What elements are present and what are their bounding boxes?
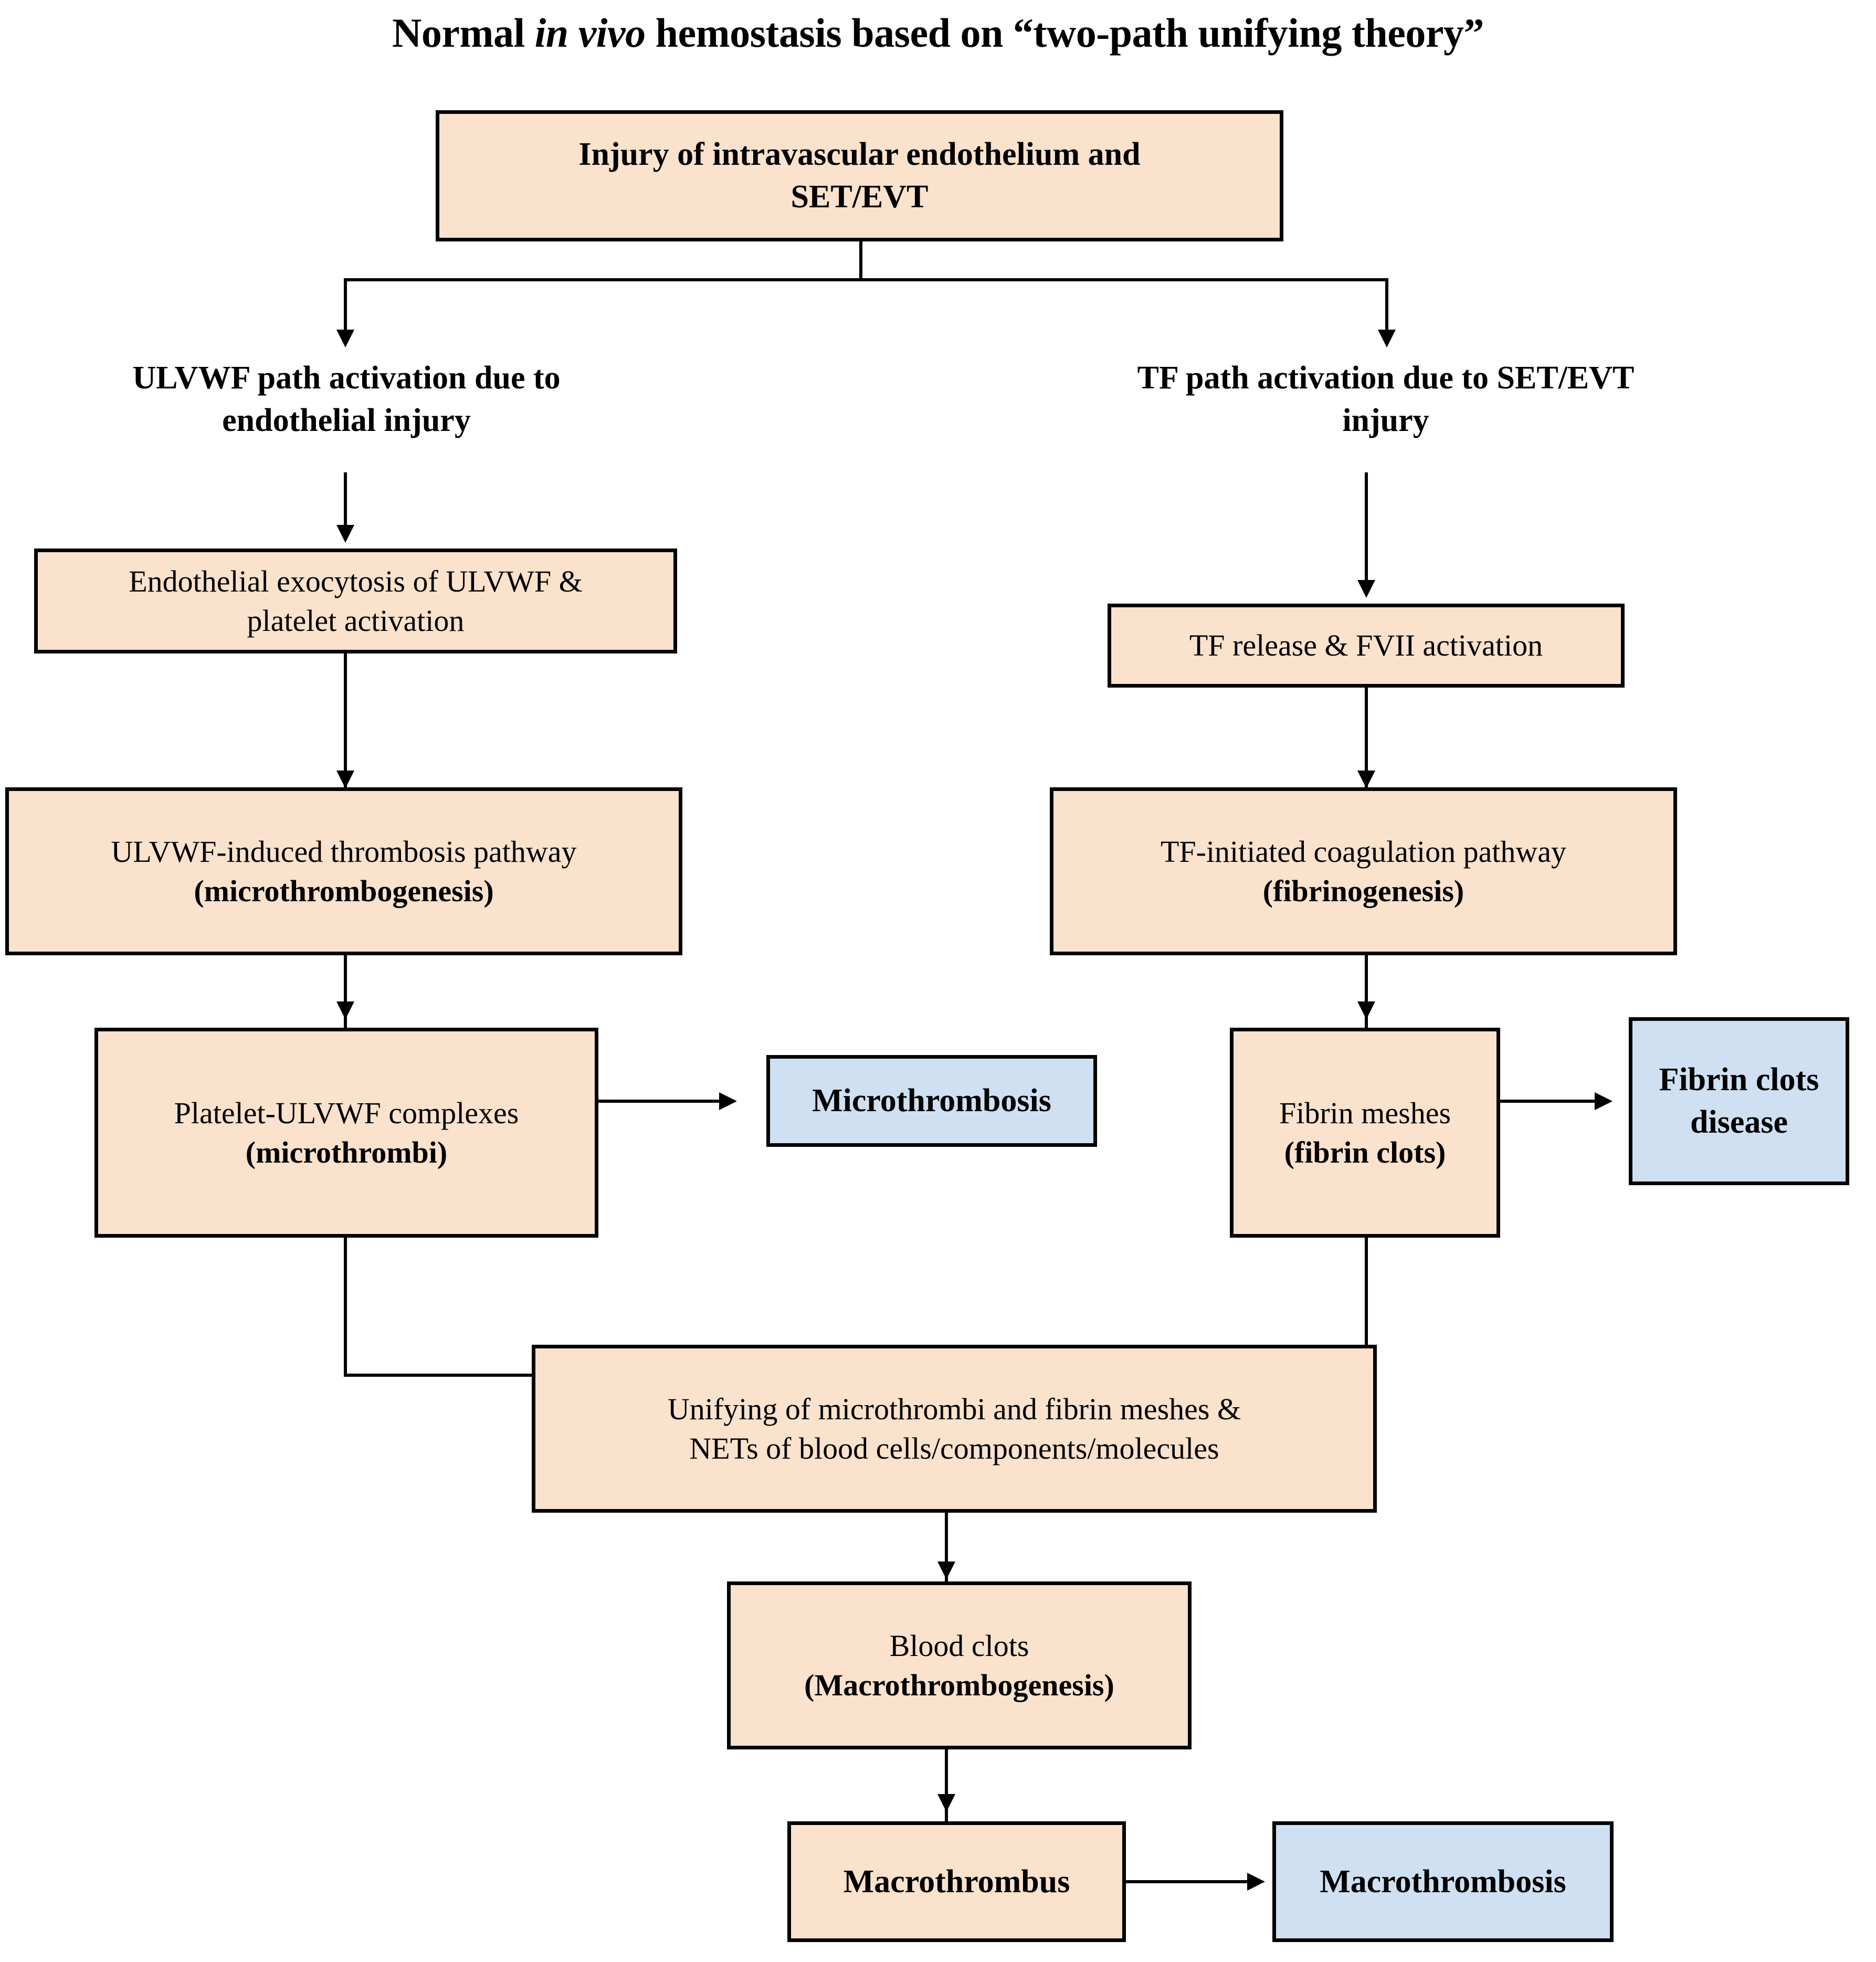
node-endothelial-exocytosis[interactable]: Endothelial exocytosis of ULVWF & platel… (34, 548, 677, 653)
arrow-to-blood-clots (937, 1562, 955, 1579)
connector-split-right-drop (1385, 278, 1388, 333)
connector-split-left-drop (344, 278, 347, 333)
arrow-to-platelet-complexes (336, 1001, 354, 1019)
node-unifying-line2: NETs of blood cells/components/molecules (689, 1431, 1219, 1465)
arrow-to-tf-coagulation-pathway (1357, 771, 1375, 788)
node-platelet-complexes-line1: Platelet-ULVWF complexes (174, 1095, 519, 1130)
connector-complexes-merge-drop (344, 1238, 347, 1377)
arrow-to-ulvwf-path-label (336, 330, 354, 347)
node-tf-coagulation-line1: TF-initiated coagulation pathway (1160, 834, 1567, 869)
node-ulvwf-thrombosis-pathway[interactable]: ULVWF-induced thrombosis pathway (microt… (5, 787, 682, 955)
connector-unifying-to-blood-clots (945, 1513, 948, 1591)
node-fibrin-meshes[interactable]: Fibrin meshes (fibrin clots) (1230, 1028, 1500, 1238)
node-macrothrombus-line1: Macrothrombus (843, 1863, 1070, 1900)
label-ulvwf-path-line1: ULVWF path activation due (132, 360, 525, 396)
title-before-italic: Normal (392, 10, 535, 56)
label-ulvwf-path-activation: ULVWF path activation due to endothelial… (63, 357, 630, 441)
node-ulvwf-pathway-line2: (microthrombogenesis) (194, 874, 494, 908)
node-injury-line2: SET/EVT (791, 179, 929, 215)
label-tf-path-line1: TF path activation due to (1137, 360, 1489, 396)
node-blood-clots-line1: Blood clots (889, 1628, 1029, 1663)
connector-fibrin-to-disease (1500, 1100, 1597, 1103)
connector-tf-release-to-coag-pathway (1365, 688, 1368, 800)
arrow-to-endothelial-exocytosis (336, 525, 354, 543)
label-ulvwf-path-line2: to endothelial injury (222, 360, 561, 438)
label-tf-path-activation: TF path activation due to SET/EVT injury (1108, 357, 1664, 441)
connector-blood-clots-to-macrothrombus (945, 1749, 948, 1823)
node-macrothrombosis[interactable]: Macrothrombosis (1272, 1821, 1614, 1942)
node-injury-line1: Injury of intravascular endothelium and (578, 136, 1141, 173)
node-blood-clots[interactable]: Blood clots (Macrothrombogenesis) (727, 1581, 1192, 1749)
connector-split-bar (344, 278, 1388, 281)
node-microthrombosis[interactable]: Microthrombosis (766, 1055, 1097, 1147)
arrow-to-tf-release (1357, 580, 1375, 598)
connector-complexes-to-microthrombosis (598, 1100, 722, 1103)
node-tf-release-line1: TF release & FVII activation (1189, 628, 1543, 663)
arrow-to-tf-path-label (1378, 330, 1396, 347)
node-endothelial-exocytosis-line1: Endothelial exocytosis of ULVWF & (129, 564, 583, 598)
node-platelet-ulvwf-complexes[interactable]: Platelet-ULVWF complexes (microthrombi) (94, 1028, 598, 1238)
connector-exocytosis-to-pathway (344, 653, 347, 800)
connector-injury-stem (859, 241, 862, 281)
node-macrothrombosis-line1: Macrothrombosis (1320, 1863, 1566, 1900)
node-fibrin-meshes-line2: (fibrin clots) (1284, 1135, 1446, 1169)
title-after-italic: hemostasis based on “two-path unifying t… (645, 10, 1484, 56)
connector-ulvwf-label-to-exocytosis (344, 472, 347, 530)
connector-fibrin-merge-drop (1365, 1238, 1368, 1377)
node-platelet-complexes-line2: (microthrombi) (245, 1135, 448, 1169)
node-tf-release[interactable]: TF release & FVII activation (1108, 604, 1625, 688)
connector-pathway-to-complexes (344, 955, 347, 1031)
connector-macrothrombus-to-macrothrombosis (1126, 1880, 1249, 1883)
label-tf-path-line2: SET/EVT injury (1342, 360, 1635, 438)
page-title: Normal in vivo hemostasis based on “two-… (0, 9, 1876, 57)
connector-coag-pathway-to-fibrin-meshes (1365, 955, 1368, 1031)
node-fibrin-clots-disease-line1: Fibrin clots (1659, 1062, 1819, 1098)
arrow-to-macrothrombus (937, 1794, 955, 1812)
node-fibrin-clots-disease-line2: disease (1690, 1104, 1788, 1140)
arrow-to-fibrin-meshes (1357, 1001, 1375, 1019)
arrow-to-fibrin-clots-disease (1595, 1092, 1612, 1110)
node-endothelial-exocytosis-line2: platelet activation (247, 604, 465, 638)
node-tf-coagulation-pathway[interactable]: TF-initiated coagulation pathway (fibrin… (1050, 787, 1677, 955)
arrow-to-ulvwf-pathway (336, 771, 354, 788)
node-blood-clots-line2: (Macrothrombogenesis) (804, 1668, 1114, 1702)
node-macrothrombus[interactable]: Macrothrombus (787, 1821, 1126, 1942)
arrow-to-macrothrombosis (1247, 1873, 1265, 1891)
node-unifying[interactable]: Unifying of microthrombi and fibrin mesh… (532, 1345, 1377, 1513)
connector-tf-label-to-release (1365, 472, 1368, 585)
arrow-to-microthrombosis (719, 1092, 737, 1110)
node-unifying-line1: Unifying of microthrombi and fibrin mesh… (667, 1391, 1241, 1426)
node-fibrin-meshes-line1: Fibrin meshes (1279, 1095, 1451, 1130)
node-injury[interactable]: Injury of intravascular endothelium and … (436, 110, 1283, 241)
node-ulvwf-pathway-line1: ULVWF-induced thrombosis pathway (111, 834, 577, 869)
title-italic-in-vivo: in vivo (534, 10, 646, 56)
node-tf-coagulation-line2: (fibrinogenesis) (1262, 874, 1464, 908)
node-microthrombosis-line1: Microthrombosis (812, 1083, 1051, 1119)
node-fibrin-clots-disease[interactable]: Fibrin clots disease (1629, 1017, 1849, 1185)
